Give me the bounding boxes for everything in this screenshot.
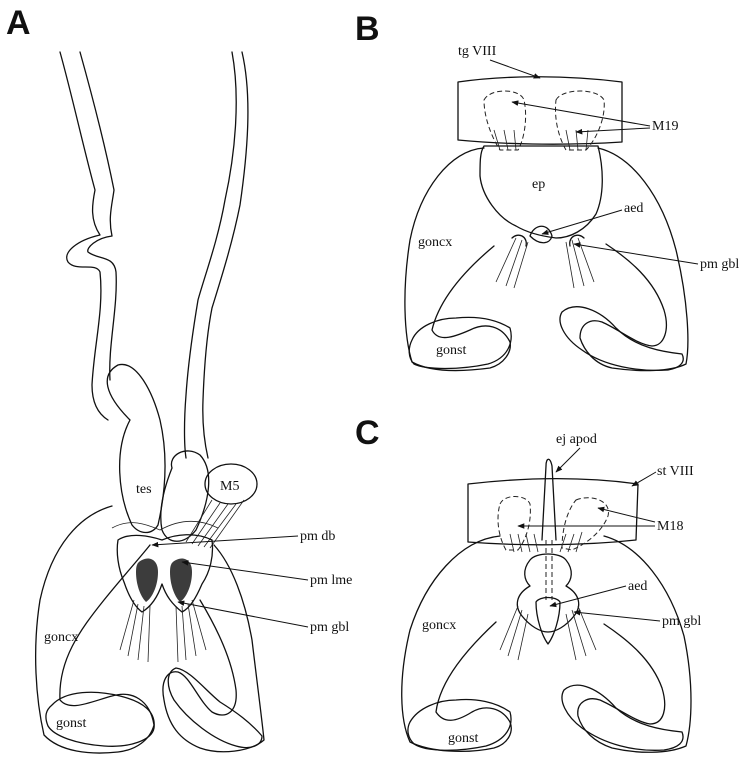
panel-c-ej-apodeme-dashed <box>545 540 553 600</box>
leader-pm-db <box>151 535 299 548</box>
panel-c-m18-fibers <box>509 531 583 553</box>
panel-c-m18-right <box>561 497 609 551</box>
panel-b-parameres <box>511 234 585 247</box>
panel-c-sternite-viii <box>467 478 639 546</box>
panel-c: C ej apod st VIII M18 aed goncx pm gbl g… <box>355 414 701 753</box>
leader-b-aed <box>541 209 623 235</box>
panel-a-left-gonostylus <box>45 691 155 747</box>
panel-c-left-gonocoxite <box>401 535 512 753</box>
label-ej-apod: ej apod <box>556 432 597 447</box>
label-c-aed: aed <box>628 579 647 594</box>
label-st-viii: st VIII <box>657 464 694 479</box>
label-b-aed: aed <box>624 201 643 216</box>
panel-a-right-duct <box>183 51 237 459</box>
panel-a-left-gonocoxite <box>35 505 155 754</box>
panel-b-right-gonostylus <box>559 306 684 372</box>
panel-a-testis <box>106 363 166 534</box>
panel-b-tergite-viii <box>457 76 623 145</box>
leader-m19-a <box>511 100 651 127</box>
panel-c-central-structure <box>516 553 580 633</box>
leader-st-viii <box>631 471 657 487</box>
leader-m18-a <box>597 506 656 523</box>
label-tes: tes <box>136 482 152 497</box>
leader-c-pm-gbl <box>573 609 661 622</box>
leader-a-pm-gbl <box>177 600 309 628</box>
label-m5: M5 <box>220 479 239 494</box>
panel-a-right-gonostylus <box>167 667 263 749</box>
panel-b-m19-fibers <box>493 129 589 151</box>
panel-a-right-gonocoxite <box>162 544 265 753</box>
label-b-goncx: goncx <box>418 235 452 250</box>
label-pm-lme: pm lme <box>310 573 352 588</box>
panel-c-right-gonocoxite <box>577 535 692 753</box>
leader-b-pm-gbl <box>573 242 699 265</box>
leader-m19-b <box>575 127 651 135</box>
label-c-goncx: goncx <box>422 618 456 633</box>
panel-b-m19-right <box>555 90 605 151</box>
label-tg-viii: tg VIII <box>458 44 497 59</box>
label-b-gonst: gonst <box>436 343 466 358</box>
panel-c-m18-left <box>497 496 531 551</box>
label-a-goncx: goncx <box>44 630 78 645</box>
panel-a-m5-muscle <box>204 463 258 505</box>
panel-b-epandrium <box>479 145 603 239</box>
leader-c-aed <box>549 585 627 608</box>
panel-a-setae <box>119 599 207 663</box>
label-c-pm-gbl: pm gbl <box>662 614 701 629</box>
label-c-gonst: gonst <box>448 731 478 746</box>
panel-b-aedeagus <box>529 225 553 244</box>
panel-b-m19-left <box>483 90 527 151</box>
label-m18: M18 <box>657 519 683 534</box>
panel-a-left-duct-inner <box>79 51 117 381</box>
label-m19: M19 <box>652 119 678 134</box>
panel-b-setae <box>495 237 595 289</box>
panel-c-setae <box>499 605 597 661</box>
panel-a-testis-2 <box>160 450 210 542</box>
panel-a-letter: A <box>6 4 31 42</box>
panel-a-stippled-lobes <box>136 558 192 602</box>
label-a-gonst: gonst <box>56 716 86 731</box>
panel-c-left-gonostylus <box>407 698 512 751</box>
panel-a-capsule <box>116 534 214 613</box>
label-b-pm-gbl: pm gbl <box>700 257 739 272</box>
panel-a: A tes M5 pm db pm lme <box>6 4 352 754</box>
label-ep: ep <box>532 177 545 192</box>
panel-b-letter: B <box>355 10 380 48</box>
panel-a-right-duct-inner <box>202 51 249 459</box>
panel-c-aedeagus <box>535 596 561 645</box>
panel-a-left-duct <box>59 51 109 421</box>
panel-b-left-gonocoxite <box>404 147 511 372</box>
panel-b-right-gonocoxite <box>579 147 689 372</box>
leader-ej-apod <box>555 447 581 473</box>
label-pm-db: pm db <box>300 529 335 544</box>
panel-b-left-gonostylus <box>408 316 512 370</box>
panel-c-right-gonostylus <box>561 684 684 751</box>
panel-a-capsule-rim <box>111 521 219 531</box>
panel-c-ej-apodeme <box>541 458 557 541</box>
leader-pm-lme <box>181 560 309 581</box>
panel-b: B tg VIII M19 ep aed goncx pm gbl gonst <box>355 10 739 372</box>
panel-c-letter: C <box>355 414 380 452</box>
leader-tg-viii <box>489 59 541 79</box>
label-a-pm-gbl: pm gbl <box>310 620 349 635</box>
